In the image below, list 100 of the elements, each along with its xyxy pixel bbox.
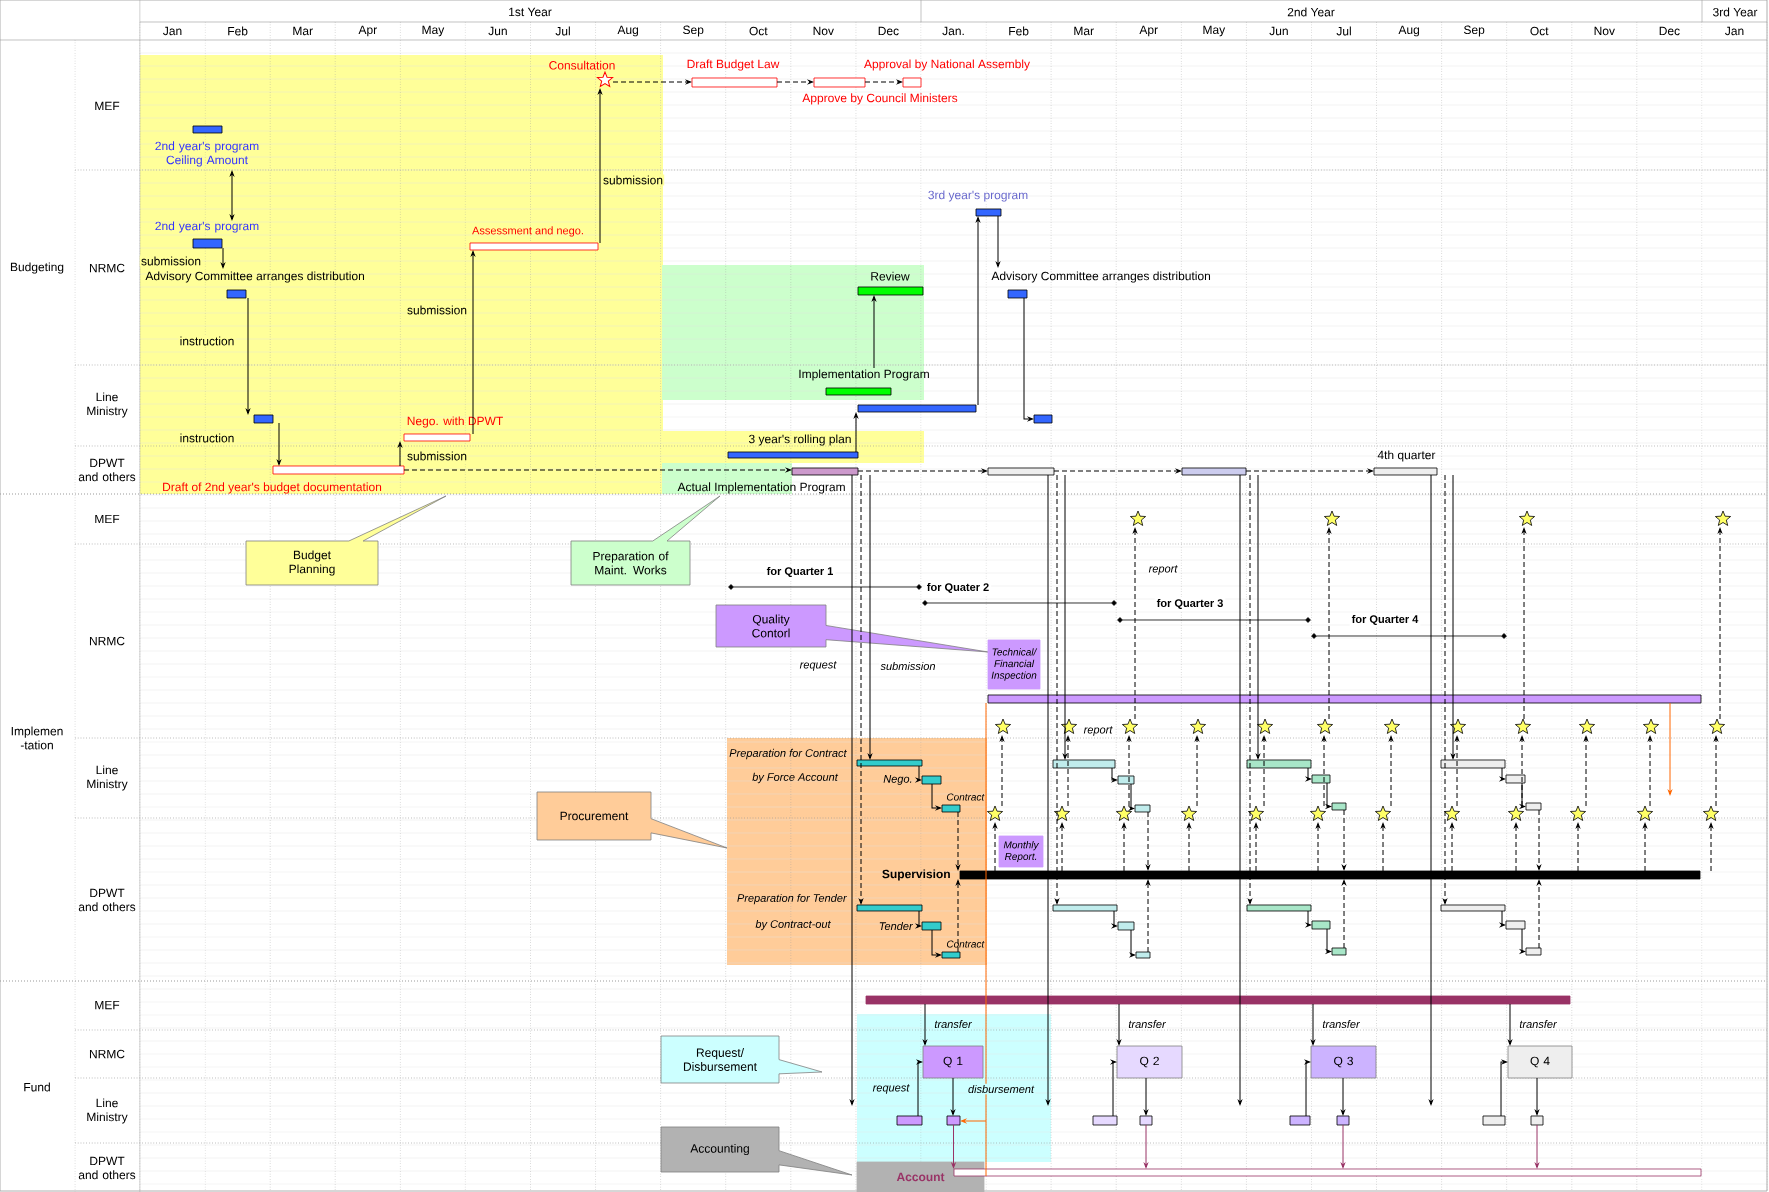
task-bar [1289, 1115, 1311, 1126]
task-bar [946, 1115, 961, 1126]
arrow [917, 1060, 923, 1117]
year-heading: 3rd Year [1713, 7, 1758, 17]
star-marker [1715, 510, 1731, 526]
arrow [916, 910, 922, 928]
process-box: Q 4 [1507, 1045, 1573, 1079]
task-bar [1139, 1115, 1153, 1126]
task-label: 2nd year's program [155, 221, 259, 233]
callout-box: Request/ Disbursement [660, 1035, 823, 1084]
edge-label: submission [601, 174, 665, 186]
month-heading: Jun [1269, 26, 1288, 36]
task-label: 2nd year's program Ceiling Amount [155, 141, 259, 167]
arrow [1341, 1077, 1345, 1116]
month-heading: Jun [488, 26, 507, 36]
star-marker [1257, 718, 1273, 734]
arrow [956, 811, 960, 871]
row-heading: Implemen -tation [11, 726, 63, 750]
arrow [277, 422, 281, 466]
arrow [1256, 474, 1260, 760]
arrow [1429, 474, 1433, 1106]
arrow [1508, 1003, 1512, 1046]
method-label: by Contract-out [755, 919, 831, 931]
task-label: Nego. [883, 775, 912, 785]
arrow [398, 441, 402, 467]
star-marker [987, 805, 1003, 821]
arrow [1053, 469, 1182, 473]
month-heading: Oct [1530, 26, 1549, 36]
arrow [1326, 928, 1332, 954]
arrow [923, 1003, 927, 1046]
task-bar [1052, 904, 1118, 912]
edge-label: transfer [1127, 1018, 1167, 1030]
star-marker [1375, 805, 1391, 821]
process-box: Q 2 [1116, 1045, 1183, 1079]
task-bar [896, 1115, 923, 1126]
arrow [864, 80, 903, 84]
task-bar [1311, 920, 1331, 930]
month-heading: Dec [878, 26, 899, 36]
arrow [1537, 879, 1541, 949]
arrow [1195, 735, 1199, 807]
arrow [471, 250, 475, 435]
month-heading: May [1203, 25, 1226, 37]
task-bar [1530, 1115, 1544, 1126]
task-bar [1246, 904, 1312, 912]
arrow [993, 822, 997, 872]
arrow [1520, 782, 1526, 809]
arrow [1648, 735, 1652, 807]
arrow [221, 247, 225, 269]
row-heading: MEF [95, 101, 120, 111]
arrow [1063, 474, 1067, 760]
task-bar [1505, 920, 1526, 930]
arrow [1520, 735, 1524, 807]
star-marker [1570, 805, 1586, 821]
arrow [1144, 1124, 1148, 1169]
arrow [1455, 735, 1459, 807]
callout-box: Quality Contorl [715, 604, 989, 653]
star-marker [1450, 718, 1466, 734]
task-bar [1246, 759, 1312, 769]
arrow [246, 297, 250, 415]
arrow [1046, 474, 1050, 1106]
month-heading: Sep [1463, 25, 1485, 37]
period-label: for Quater 2 [924, 580, 992, 596]
arrow [1709, 822, 1713, 872]
edge-label: transfer [1321, 1018, 1361, 1030]
month-heading: Mar [293, 26, 313, 36]
edge-label: submission [879, 660, 937, 672]
task-bar [1525, 802, 1542, 811]
task-label: Draft of 2nd year's budget documentation [163, 482, 382, 494]
month-heading: Jul [555, 26, 570, 36]
row-heading: MEF [95, 514, 120, 524]
arrow [931, 783, 942, 810]
month-heading: Jan [1725, 26, 1744, 36]
arrow [956, 879, 960, 953]
arrow [1522, 527, 1526, 720]
star-marker [1444, 805, 1460, 821]
arrow [1060, 822, 1064, 872]
arrow [1381, 822, 1385, 872]
arrow [854, 412, 858, 453]
arrow [1520, 928, 1526, 954]
edge-label: report [1147, 564, 1179, 576]
arrow [1450, 822, 1454, 872]
arrow [230, 170, 234, 221]
star-marker [1317, 718, 1333, 734]
arrow [868, 474, 872, 760]
star-marker [1508, 805, 1524, 821]
arrow [1130, 929, 1136, 957]
star-marker [1190, 718, 1206, 734]
arrow [1342, 809, 1346, 871]
edge-label: submission [139, 255, 203, 267]
task-bar [1033, 414, 1053, 424]
arrow [1122, 822, 1126, 872]
arrow [1537, 809, 1541, 871]
arrow [1262, 735, 1266, 807]
task-bar [987, 694, 1702, 704]
star-marker [1579, 718, 1595, 734]
row-heading: DPWT and others [78, 458, 136, 482]
row-heading: Line Ministry [87, 765, 128, 791]
process-box: Q 3 [1310, 1045, 1377, 1079]
arrow [1389, 735, 1393, 807]
row-heading: DPWT and others [78, 888, 136, 912]
